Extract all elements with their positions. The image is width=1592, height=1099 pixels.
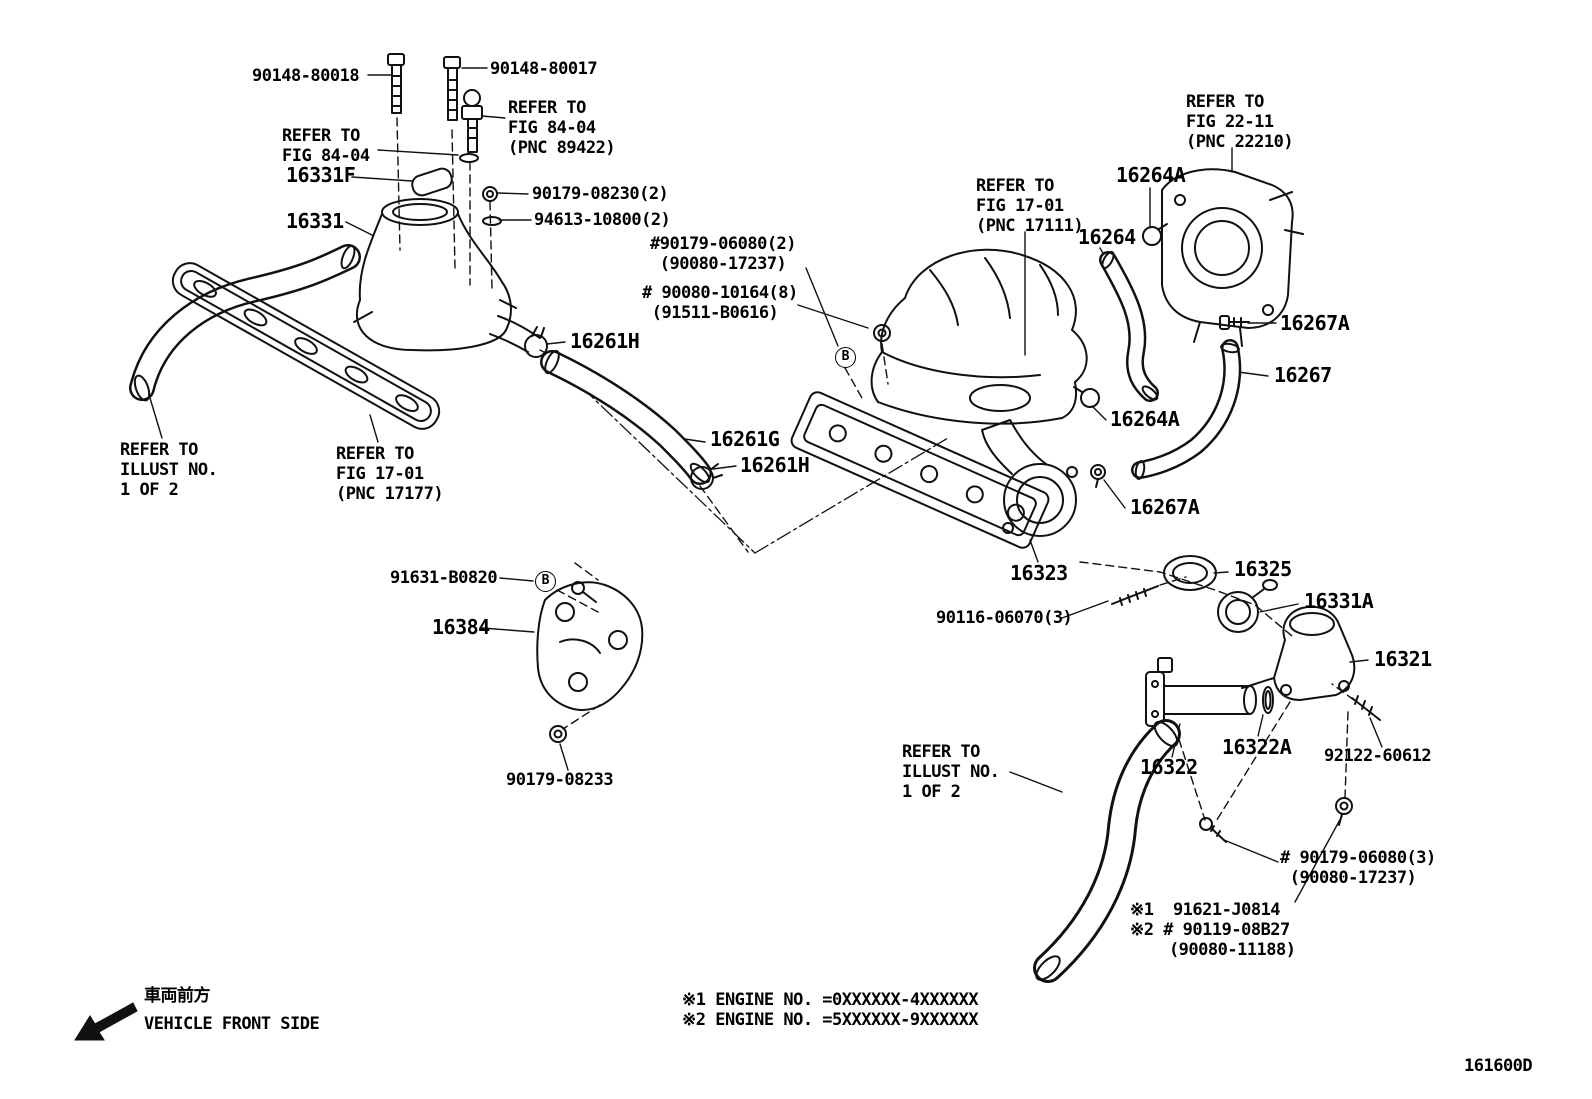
part-label-90148-80018: 90148-80018 [252, 66, 360, 86]
part-label-16331f: 16331F [286, 163, 356, 187]
part-label-16264a-mid: 16264A [1110, 407, 1180, 431]
clamp-16264a-mid [1073, 386, 1100, 408]
nut-91621-j0814 [1335, 797, 1353, 826]
bolt-90148-80018 [387, 53, 405, 114]
nut-90179-08230 [482, 186, 498, 202]
part-label-16261h-left: 16261H [570, 329, 640, 353]
hose-upper-left [129, 244, 361, 402]
part-label-16267a-top: 16267A [1280, 311, 1350, 335]
part-label-90179-08230: 90179-08230(2) [532, 184, 669, 204]
vehicle-front-label-en: VEHICLE FRONT SIDE [144, 1014, 320, 1034]
part-label-91631-b0820: 91631-B0820 [390, 568, 498, 588]
sensor-fig84-04 [461, 89, 483, 153]
bracket-16384 [536, 581, 644, 711]
part-label-16384: 16384 [432, 615, 490, 639]
front-direction-arrow-icon [74, 1002, 138, 1041]
refer-label-fig84-04-pnc89422: REFER TO FIG 84-04 (PNC 89422) [508, 98, 616, 158]
water-outlet-16323 [981, 419, 1078, 537]
refer-label-fig17-01-pnc17177: REFER TO FIG 17-01 (PNC 17177) [336, 444, 444, 504]
part-label-16264: 16264 [1078, 225, 1136, 249]
refer-label-fig17-01-pnc17111: REFER TO FIG 17-01 (PNC 17111) [976, 176, 1084, 236]
part-label-16261g: 16261G [710, 427, 780, 451]
part-label-16267a-mid: 16267A [1130, 495, 1200, 519]
part-label-90179-06080-3: # 90179-06080(3) (90080-17237) [1280, 848, 1436, 888]
water-inlet-16321 [1241, 605, 1356, 701]
hose-16267 [1131, 339, 1242, 480]
part-label-92122-60612: 92122-60612 [1324, 746, 1432, 766]
callout-letter-b-center: B [835, 347, 856, 368]
part-label-16261h-right: 16261H [740, 453, 810, 477]
stud-90116-06070 [1111, 585, 1159, 606]
gasket-strip-17177 [171, 262, 441, 430]
intake-manifold [870, 248, 1088, 425]
engine-note-1: ※1 ENGINE NO. =0XXXXXX-4XXXXXX [682, 990, 979, 1010]
part-label-16267: 16267 [1274, 363, 1332, 387]
nut-90179-08233 [549, 725, 567, 743]
refer-label-illust-right: REFER TO ILLUST NO. 1 OF 2 [902, 742, 1000, 802]
seal-ring-16325 [1163, 555, 1217, 591]
part-label-16323: 16323 [1010, 561, 1068, 585]
part-label-94613-10800: 94613-10800(2) [534, 210, 671, 230]
engine-note-2: ※2 ENGINE NO. =5XXXXXX-9XXXXXX [682, 1010, 979, 1030]
hose-16261g [540, 349, 712, 485]
part-label-90119-08b27: ※2 # 90119-08B27 (90080-11188) [1130, 920, 1296, 960]
refer-label-illust-left: REFER TO ILLUST NO. 1 OF 2 [120, 440, 218, 500]
clamp-16261h-right [690, 463, 723, 490]
assembly-lines [396, 117, 1355, 824]
part-label-16322: 16322 [1140, 755, 1198, 779]
vehicle-front-label-jp: 車両前方 [144, 986, 211, 1006]
thermostat-16331a [1217, 579, 1278, 633]
part-label-16325: 16325 [1234, 557, 1292, 581]
part-label-16331a: 16331A [1304, 589, 1374, 613]
drawing-code: 161600D [1464, 1056, 1533, 1076]
hose-16264 [1099, 250, 1159, 402]
bolt-16267a-top [1219, 315, 1250, 330]
part-label-90179-08233: 90179-08233 [506, 770, 614, 790]
part-label-90080-10164: # 90080-10164(8) (91511-B0616) [642, 283, 798, 323]
throttle-body-fig22-11 [1161, 168, 1304, 347]
bolt-90148-80017 [443, 56, 461, 121]
part-label-16322a: 16322A [1222, 735, 1292, 759]
callout-letter-b-bracket: B [535, 571, 556, 592]
stud-92122-60612 [1351, 695, 1381, 721]
part-label-91621-j0814: ※1 91621-J0814 [1130, 900, 1281, 920]
clamp-16261h-left [524, 326, 548, 358]
hose-lower-right [1033, 719, 1181, 983]
part-label-16331: 16331 [286, 209, 344, 233]
bolt-90179-06080-3 [1199, 817, 1227, 843]
part-label-90179-06080-2: #90179-06080(2) (90080-17237) [650, 234, 797, 274]
part-label-16264a-top: 16264A [1116, 163, 1186, 187]
nut-16267a-mid [1090, 464, 1106, 488]
water-outlet-16331 [353, 198, 541, 353]
gasket-16331f [411, 167, 453, 197]
clamp-16264a-top [1142, 223, 1168, 246]
refer-label-fig22-11-pnc22210: REFER TO FIG 22-11 (PNC 22210) [1186, 92, 1294, 152]
washer-94613-10800 [482, 216, 502, 226]
part-label-90148-80017: 90148-80017 [490, 59, 598, 79]
washer-sensor [459, 153, 479, 163]
refer-label-fig84-04: REFER TO FIG 84-04 [282, 126, 370, 166]
part-label-90116-06070: 90116-06070(3) [936, 608, 1073, 628]
part-label-16321: 16321 [1374, 647, 1432, 671]
o-ring-16322a [1262, 686, 1274, 714]
bolt-91631-b0820 [571, 581, 597, 603]
inlet-pipe-16322 [1145, 657, 1257, 727]
